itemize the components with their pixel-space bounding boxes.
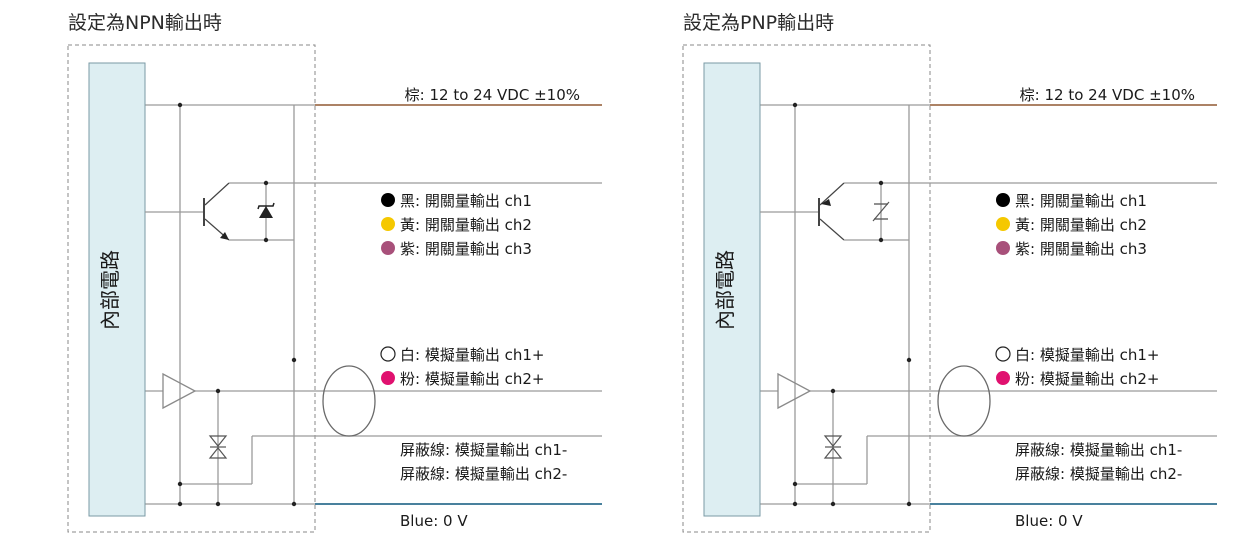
pink-wire-dot — [381, 371, 395, 385]
internal-circuit-block — [703, 62, 761, 517]
internal-circuit-label: 內部電路 — [98, 250, 122, 330]
pnp-panel: 設定為PNP輸出時 內部電路 棕: 12 to 24 VDC ±10% 黑: 開… — [682, 12, 1218, 533]
ground-label: Blue: 0 V — [400, 512, 468, 530]
shield-output-label: 屏蔽線: 模擬量輸出 ch1- — [1015, 441, 1182, 459]
npn-panel: 設定為NPN輸出時 內部電路 棕: 12 to 24 VDC ±10% 黑: 開… — [67, 12, 603, 533]
switch-output-label: 紫: 開關量輸出 ch3 — [1015, 240, 1147, 258]
power-label: 棕: 12 to 24 VDC ±10% — [405, 86, 580, 104]
panel-title: 設定為PNP輸出時 — [683, 12, 834, 34]
shield-output-label: 屏蔽線: 模擬量輸出 ch2- — [1015, 465, 1182, 483]
internal-circuit-block — [88, 62, 146, 517]
shield-output-label: 屏蔽線: 模擬量輸出 ch1- — [400, 441, 567, 459]
analog-output-label: 白: 模擬量輸出 ch1+ — [1015, 346, 1159, 364]
panel-title: 設定為NPN輸出時 — [68, 12, 222, 34]
white-wire-dot — [995, 346, 1011, 362]
analog-output-label: 粉: 模擬量輸出 ch2+ — [400, 370, 544, 388]
yellow-wire-dot — [381, 217, 395, 231]
black-wire-dot — [996, 193, 1010, 207]
pnp-transistor-icon — [760, 182, 909, 241]
purple-wire-dot — [996, 241, 1010, 255]
shield-output-label: 屏蔽線: 模擬量輸出 ch2- — [400, 465, 567, 483]
ground-label: Blue: 0 V — [1015, 512, 1083, 530]
bidirectional-zener-icon — [872, 180, 890, 243]
switch-output-label: 黑: 開關量輸出 ch1 — [1015, 192, 1147, 210]
black-wire-dot — [381, 193, 395, 207]
purple-wire-dot — [381, 241, 395, 255]
switch-output-label: 黃: 開關量輸出 ch2 — [400, 216, 532, 234]
analog-output-label: 粉: 模擬量輸出 ch2+ — [1015, 370, 1159, 388]
pink-wire-dot — [996, 371, 1010, 385]
npn-transistor-icon — [145, 182, 294, 241]
internal-circuit-label: 內部電路 — [713, 250, 737, 330]
switch-output-label: 黃: 開關量輸出 ch2 — [1015, 216, 1147, 234]
switch-output-label: 黑: 開關量輸出 ch1 — [400, 192, 532, 210]
power-label: 棕: 12 to 24 VDC ±10% — [1020, 86, 1195, 104]
yellow-wire-dot — [996, 217, 1010, 231]
white-wire-dot — [380, 346, 396, 362]
zener-diode-icon — [257, 180, 275, 243]
switch-output-label: 紫: 開關量輸出 ch3 — [400, 240, 532, 258]
analog-output-label: 白: 模擬量輸出 ch1+ — [400, 346, 544, 364]
